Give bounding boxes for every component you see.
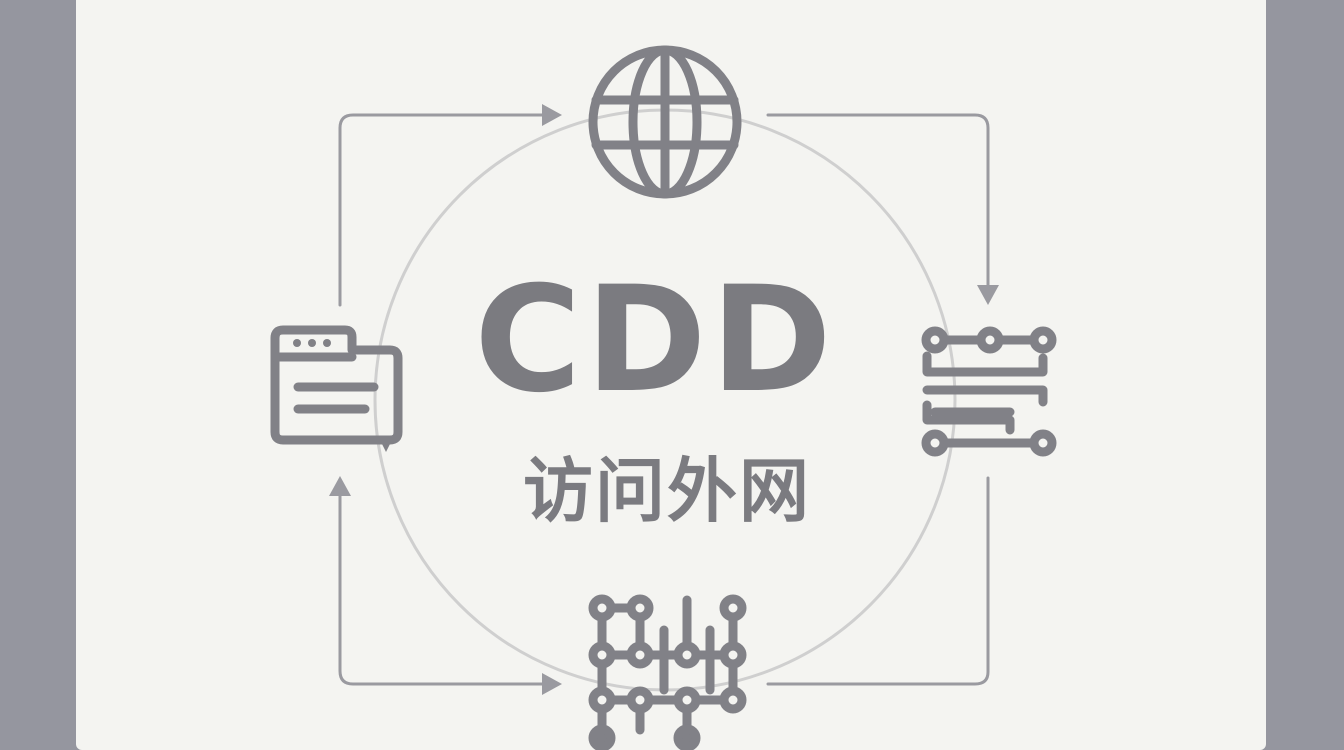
connector-switch-to-grid [766, 476, 990, 686]
arrowhead-right [542, 673, 562, 695]
arrowhead-right [542, 104, 562, 126]
diagram-subtitle: 访问外网 [523, 450, 811, 532]
network-nodes-icon [921, 326, 1057, 457]
connector-browser-to-globe [338, 104, 562, 307]
connector-globe-to-switch [766, 113, 999, 305]
globe-icon [588, 45, 742, 199]
arrowhead-down [977, 285, 999, 305]
connector-grid-to-browser [329, 476, 562, 695]
node-grid-icon [588, 594, 747, 750]
diagram-title: CDD [474, 255, 836, 425]
browser-window-icon [270, 325, 403, 452]
arrowhead-up [329, 476, 351, 496]
